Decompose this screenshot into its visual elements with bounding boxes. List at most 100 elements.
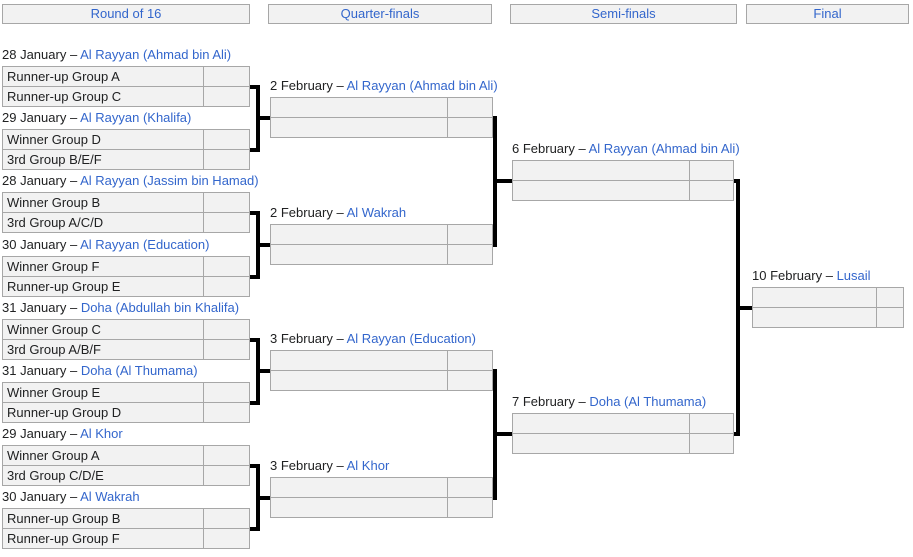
team-name-cell: 3rd Group C/D/E (7, 468, 104, 483)
team-row: Runner-up Group C (2, 86, 250, 107)
connector-hline (250, 527, 260, 531)
dash-separator: – (825, 268, 833, 283)
team-row (270, 244, 493, 265)
score-cell (447, 478, 492, 497)
team-name-cell: Winner Group E (7, 385, 101, 400)
match-box (512, 413, 734, 454)
team-row (752, 307, 904, 328)
team-name-cell: Runner-up Group A (7, 69, 120, 84)
match-venue-link[interactable]: Al Rayyan (Khalifa) (80, 110, 192, 125)
connector-hline (250, 401, 260, 405)
match-venue-link[interactable]: Al Rayyan (Education) (346, 331, 476, 346)
dash-separator: – (336, 205, 344, 220)
team-row: 3rd Group B/E/F (2, 149, 250, 170)
match-label: 10 February – Lusail (752, 266, 904, 287)
score-cell (876, 288, 903, 307)
score-cell (447, 351, 492, 370)
team-name-cell: 3rd Group A/C/D (7, 215, 104, 230)
team-row: Runner-up Group A (2, 66, 250, 87)
score-cell (203, 340, 249, 359)
match-label: 30 January – Al Rayyan (Education) (2, 235, 250, 256)
team-name-cell (753, 308, 876, 327)
team-name-cell: Winner Group C (7, 322, 101, 337)
match-box (270, 350, 493, 391)
team-row: 3rd Group C/D/E (2, 465, 250, 486)
connector-hline (260, 496, 270, 500)
match-date: 6 February (512, 141, 575, 156)
dash-separator: – (69, 363, 78, 378)
team-name-cell: Winner Group D (7, 132, 101, 147)
match-date: 29 January (2, 426, 67, 441)
match-venue-link[interactable]: Al Rayyan (Ahmad bin Ali) (588, 141, 740, 156)
team-name-cell: Winner Group A (7, 448, 100, 463)
match-r16-4: 30 January – Al Rayyan (Education) Winne… (2, 235, 250, 297)
match-qf-2: 2 February – Al Wakrah (270, 203, 493, 265)
team-name-cell (271, 118, 447, 137)
match-sf-2: 7 February – Doha (Al Thumama) (512, 392, 734, 454)
connector-vline (493, 369, 497, 500)
team-row: Winner Group D (2, 129, 250, 150)
score-cell (203, 277, 249, 296)
connector-hline (497, 179, 512, 183)
match-venue-link[interactable]: Al Rayyan (Education) (80, 237, 210, 252)
match-venue-link[interactable]: Al Wakrah (80, 489, 140, 504)
match-r16-7: 29 January – Al Khor Winner Group A 3rd … (2, 424, 250, 486)
score-cell (203, 150, 249, 169)
match-date: 3 February (270, 331, 333, 346)
match-qf-4: 3 February – Al Khor (270, 456, 493, 518)
match-r16-6: 31 January – Doha (Al Thumama) Winner Gr… (2, 361, 250, 423)
team-name-cell: Runner-up Group D (7, 405, 122, 420)
match-venue-link[interactable]: Doha (Al Thumama) (589, 394, 707, 409)
match-venue-link[interactable]: Al Rayyan (Ahmad bin Ali) (346, 78, 498, 93)
match-venue-link[interactable]: Al Rayyan (Jassim bin Hamad) (80, 173, 259, 188)
dash-separator: – (69, 489, 78, 504)
team-row (270, 350, 493, 371)
score-cell (203, 87, 249, 106)
team-name-cell (271, 478, 447, 497)
connector-vline (256, 211, 260, 279)
match-label: 29 January – Al Rayyan (Khalifa) (2, 108, 250, 129)
match-venue-link[interactable]: Al Rayyan (Ahmad bin Ali) (80, 47, 232, 62)
score-cell (447, 371, 492, 390)
match-venue-link[interactable]: Lusail (836, 268, 871, 283)
dash-separator: – (69, 237, 78, 252)
match-box (270, 97, 493, 138)
match-venue-link[interactable]: Al Khor (80, 426, 123, 441)
connector-vline (736, 179, 740, 436)
match-date: 30 January (2, 489, 67, 504)
match-box: Winner Group B 3rd Group A/C/D (2, 192, 250, 233)
team-name-cell (513, 434, 689, 453)
match-r16-5: 31 January – Doha (Abdullah bin Khalifa)… (2, 298, 250, 360)
match-venue-link[interactable]: Doha (Abdullah bin Khalifa) (80, 300, 240, 315)
team-row: Winner Group F (2, 256, 250, 277)
dash-separator: – (69, 47, 78, 62)
match-label: 2 February – Al Wakrah (270, 203, 493, 224)
team-row (512, 180, 734, 201)
team-name-cell: Runner-up Group C (7, 89, 122, 104)
score-cell (203, 67, 249, 86)
match-date: 30 January (2, 237, 67, 252)
score-cell (203, 130, 249, 149)
team-name-cell: 3rd Group A/B/F (7, 342, 101, 357)
match-venue-link[interactable]: Al Wakrah (346, 205, 407, 220)
match-venue-link[interactable]: Al Khor (346, 458, 390, 473)
connector-hline (260, 116, 270, 120)
team-row: 3rd Group A/B/F (2, 339, 250, 360)
match-label: 3 February – Al Khor (270, 456, 493, 477)
team-row: Winner Group A (2, 445, 250, 466)
score-cell (203, 403, 249, 422)
match-label: 29 January – Al Khor (2, 424, 250, 445)
match-sf-1: 6 February – Al Rayyan (Ahmad bin Ali) (512, 139, 740, 201)
connector-vline (256, 464, 260, 531)
connector-vline (493, 116, 497, 247)
score-cell (203, 320, 249, 339)
match-r16-3: 28 January – Al Rayyan (Jassim bin Hamad… (2, 171, 259, 233)
match-r16-8: 30 January – Al Wakrah Runner-up Group B… (2, 487, 250, 549)
connector-hline (250, 148, 260, 152)
match-date: 31 January (2, 300, 67, 315)
match-venue-link[interactable]: Doha (Al Thumama) (80, 363, 198, 378)
team-row (270, 477, 493, 498)
round-header-quarter-finals: Quarter-finals (268, 4, 492, 24)
team-name-cell: Runner-up Group E (7, 279, 121, 294)
dash-separator: – (69, 426, 78, 441)
